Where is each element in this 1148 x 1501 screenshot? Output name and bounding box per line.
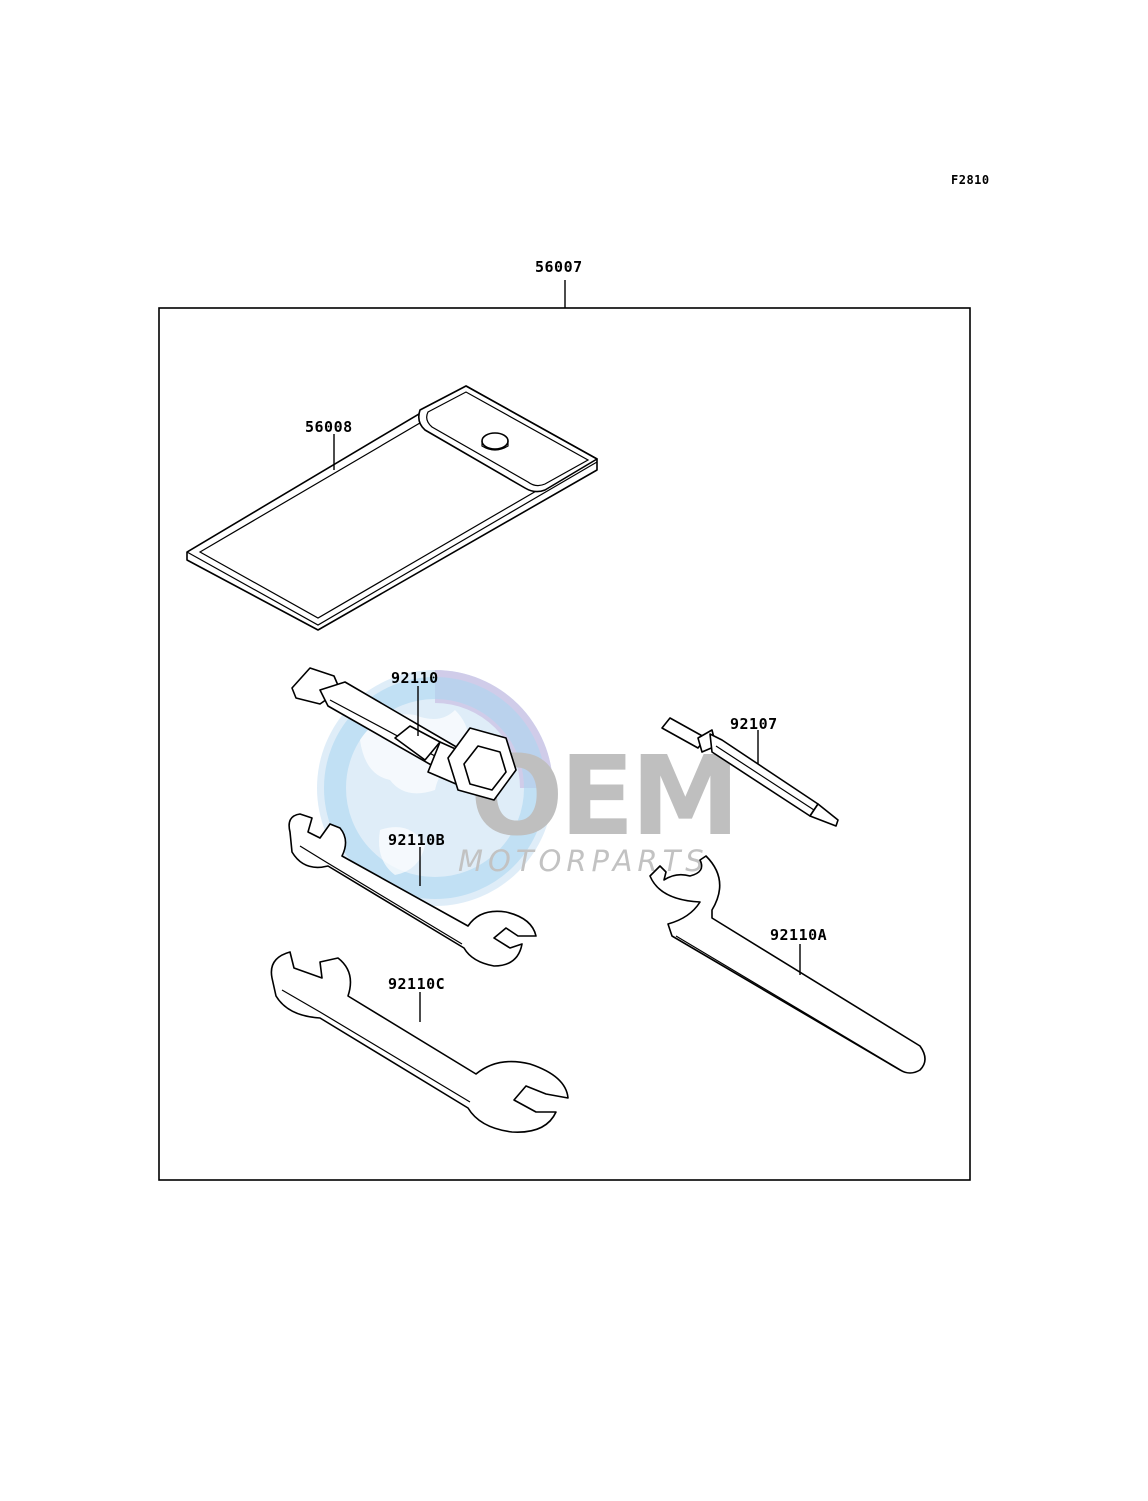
screwdriver-label: 92107 xyxy=(730,715,778,733)
plug-wrench-label: 92110 xyxy=(391,669,439,687)
hook-wrench-icon xyxy=(649,855,926,1074)
wrench-b-label: 92110B xyxy=(388,831,445,849)
wrench-c-icon xyxy=(270,951,569,1133)
pouch-label: 56008 xyxy=(305,418,353,436)
assembly-label: 56007 xyxy=(535,258,583,276)
drawing-code: F2810 xyxy=(951,173,990,187)
screwdriver-icon xyxy=(661,717,839,827)
tool-pouch-icon xyxy=(186,385,598,631)
hook-wrench-label: 92110A xyxy=(770,926,827,944)
watermark-logo-text: OEM xyxy=(470,732,736,860)
plug-wrench-icon xyxy=(291,667,517,801)
wrench-b-icon xyxy=(288,813,537,967)
wrench-c-label: 92110C xyxy=(388,975,445,993)
watermark-sub-text: MOTORPARTS xyxy=(458,844,709,878)
assembly-frame xyxy=(158,307,971,1181)
